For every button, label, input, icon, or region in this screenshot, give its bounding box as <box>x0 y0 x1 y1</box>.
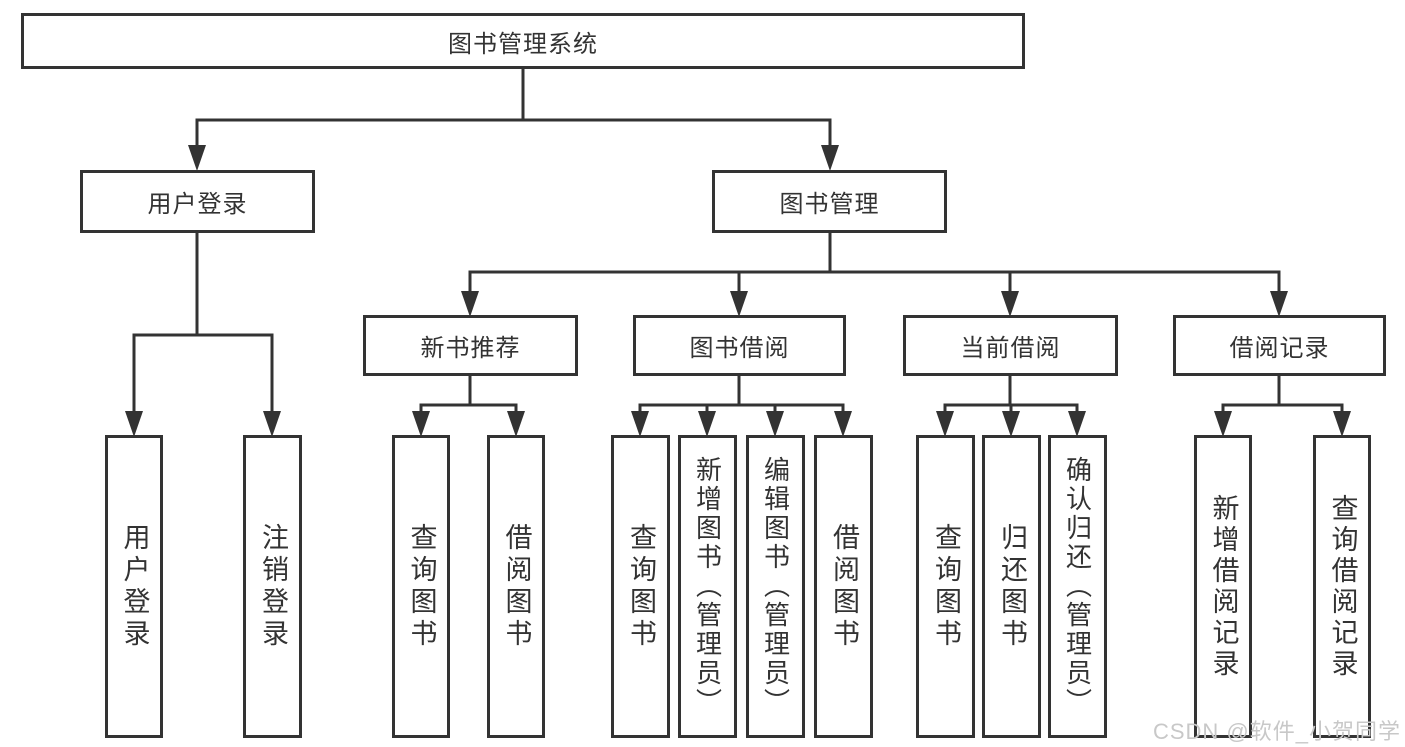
connector-borrow-to-leaves <box>638 376 845 421</box>
connector-bookmgmt-to-level2 <box>468 233 1281 302</box>
leaf-borrow-borrow-books-label: 借阅图书 <box>829 522 859 651</box>
leaf-current-confirm-return-admin-label: 确认归还（管理员） <box>1062 456 1093 717</box>
leaf-records-add-borrow-record: 新增借阅记录 <box>1194 435 1252 738</box>
leaf-current-return-books-label: 归还图书 <box>997 522 1027 651</box>
leaf-logout: 注销登录 <box>243 435 302 738</box>
node-book-management: 图书管理 <box>712 170 947 233</box>
leaf-borrow-query-books-label: 查询图书 <box>626 522 656 651</box>
connector-recommend-to-leaves <box>419 376 518 421</box>
leaf-records-add-borrow-record-label: 新增借阅记录 <box>1208 493 1239 680</box>
connector-userlogin-to-leaves <box>132 233 274 421</box>
arrowhead <box>1333 411 1351 437</box>
leaf-recommend-borrow-books-label: 借阅图书 <box>501 522 532 651</box>
arrowhead <box>1214 411 1232 437</box>
leaf-current-return-books: 归还图书 <box>982 435 1041 738</box>
arrowhead <box>821 145 839 171</box>
leaf-recommend-query-books: 查询图书 <box>392 435 450 738</box>
leaf-current-query-books: 查询图书 <box>916 435 975 738</box>
connector-root-to-level1 <box>195 69 832 156</box>
leaf-borrow-borrow-books: 借阅图书 <box>814 435 873 738</box>
leaf-borrow-query-books: 查询图书 <box>611 435 670 738</box>
leaf-records-query-borrow-record-label: 查询借阅记录 <box>1327 493 1358 680</box>
connector-records-to-leaves <box>1221 376 1344 421</box>
leaf-user-login-label: 用户登录 <box>119 522 150 651</box>
arrowhead <box>412 411 430 437</box>
leaf-borrow-edit-books-admin-label: 编辑图书（管理员） <box>760 456 791 717</box>
arrowhead <box>1002 411 1020 437</box>
arrowhead <box>631 411 649 437</box>
arrowhead <box>461 291 479 317</box>
arrowhead <box>698 411 716 437</box>
arrowhead <box>125 411 143 437</box>
arrowhead <box>1068 411 1086 437</box>
leaf-current-query-books-label: 查询图书 <box>931 522 961 651</box>
node-library-management-system: 图书管理系统 <box>21 13 1025 69</box>
arrowhead <box>730 291 748 317</box>
arrowhead <box>188 145 206 171</box>
arrowhead <box>263 411 281 437</box>
node-book-borrow: 图书借阅 <box>633 315 846 376</box>
leaf-recommend-query-books-label: 查询图书 <box>406 522 437 651</box>
node-user-login-branch: 用户登录 <box>80 170 315 233</box>
arrowhead <box>507 411 525 437</box>
leaf-borrow-add-books-admin: 新增图书（管理员） <box>678 435 737 738</box>
arrowhead <box>936 411 954 437</box>
node-borrow-records: 借阅记录 <box>1173 315 1386 376</box>
arrowhead <box>1001 291 1019 317</box>
node-current-borrow: 当前借阅 <box>903 315 1118 376</box>
leaf-current-confirm-return-admin: 确认归还（管理员） <box>1048 435 1107 738</box>
leaf-user-login: 用户登录 <box>105 435 163 738</box>
node-new-book-recommend: 新书推荐 <box>363 315 578 376</box>
leaf-borrow-edit-books-admin: 编辑图书（管理员） <box>746 435 805 738</box>
leaf-borrow-add-books-admin-label: 新增图书（管理员） <box>692 456 723 717</box>
leaf-logout-label: 注销登录 <box>258 522 288 651</box>
csdn-watermark: CSDN @软件_小贺同学 <box>1152 719 1401 744</box>
leaf-recommend-borrow-books: 借阅图书 <box>487 435 545 738</box>
arrowhead <box>1270 291 1288 317</box>
arrowhead <box>834 411 852 437</box>
arrowhead <box>766 411 784 437</box>
leaf-records-query-borrow-record: 查询借阅记录 <box>1313 435 1371 738</box>
